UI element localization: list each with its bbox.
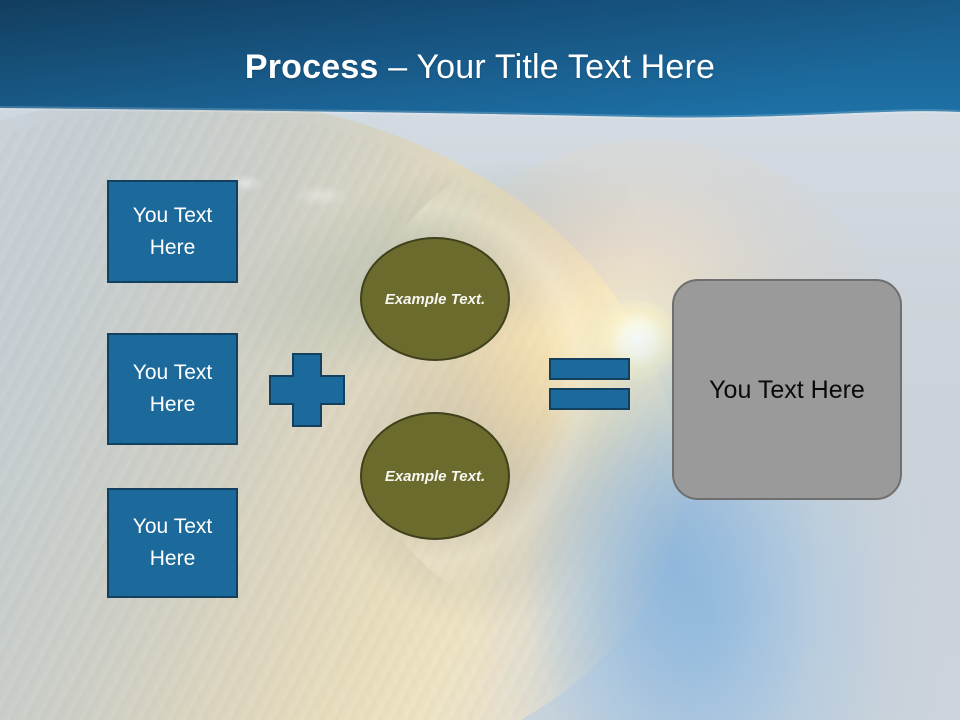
equals-top-bar xyxy=(549,358,630,380)
page-title-rest: Your Title Text Here xyxy=(416,48,716,86)
example-circle-2[interactable]: Example Text. xyxy=(360,412,510,540)
example-circle-1-label: Example Text. xyxy=(384,290,486,308)
result-box-label: You Text Here xyxy=(709,375,865,404)
result-box[interactable]: You Text Here xyxy=(672,279,902,500)
banner-wave-shape xyxy=(0,0,960,120)
input-box-2-label: You Text Here xyxy=(132,361,213,416)
plus-vertical-fill xyxy=(294,355,320,425)
input-box-3[interactable]: You Text Here xyxy=(107,488,238,598)
header-banner: Process – Your Title Text Here xyxy=(0,0,960,130)
plus-operator-icon xyxy=(269,353,345,427)
example-circle-2-label: Example Text. xyxy=(384,467,486,485)
page-title: Process – Your Title Text Here xyxy=(0,47,960,87)
equals-bottom-bar xyxy=(549,388,630,410)
page-title-separator: – xyxy=(378,48,417,86)
example-circle-1[interactable]: Example Text. xyxy=(360,237,510,361)
input-box-1[interactable]: You Text Here xyxy=(107,180,238,283)
input-box-3-label: You Text Here xyxy=(132,515,213,570)
page-title-bold: Process xyxy=(244,48,379,86)
input-box-1-label: You Text Here xyxy=(132,203,213,259)
input-box-2[interactable]: You Text Here xyxy=(107,333,238,445)
